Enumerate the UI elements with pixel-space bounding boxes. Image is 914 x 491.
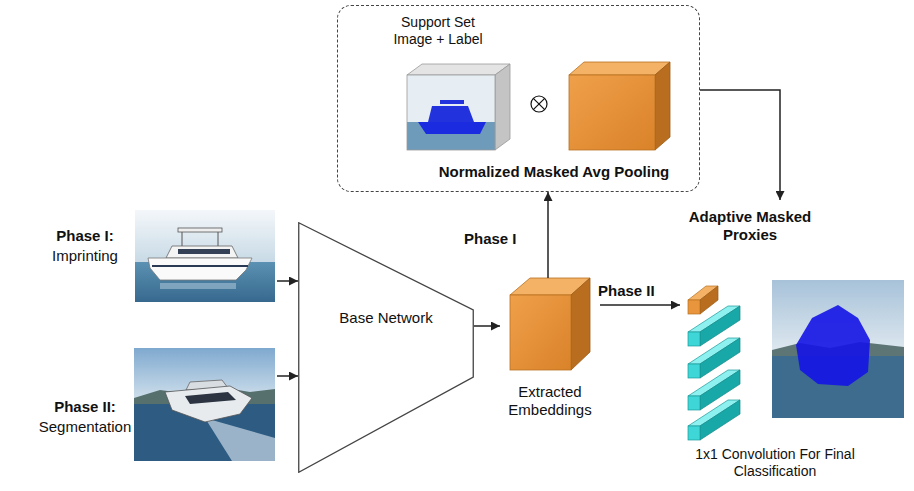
bar-side: [700, 400, 740, 440]
boat-wake: [205, 418, 275, 461]
node-caption: Normalized Masked Avg Pooling: [384, 163, 724, 181]
node-heading: Phase I:: [30, 227, 140, 245]
flow-arrow: [277, 375, 298, 377]
cube-front: [510, 295, 571, 370]
node-heading: Adaptive Masked Proxies: [680, 208, 820, 244]
phase-label: Phase II: [596, 282, 657, 300]
photo-sky: [135, 210, 275, 262]
segmentation-input: Phase II: Segmentation: [30, 348, 277, 461]
otimes-cross: [533, 98, 544, 109]
cube-top: [569, 62, 670, 75]
network-shape: [299, 223, 474, 473]
segmentation-mask: [796, 305, 870, 386]
cube-front: [569, 75, 655, 150]
boat-hull: [148, 258, 252, 280]
flow-arrow: [277, 280, 298, 282]
support-mask: [440, 100, 464, 104]
boat-reflection: [160, 283, 236, 289]
otimes-circle: [531, 96, 547, 112]
segmentation-photo: [134, 348, 275, 461]
flow-arrow: [600, 304, 680, 306]
support-sea: [407, 122, 495, 150]
bar-front: [688, 332, 700, 346]
output-photo: [772, 280, 904, 418]
masked-proxies: Adaptive Masked Proxies 1x1 Convolution F…: [680, 200, 870, 488]
product-symbol: [531, 96, 547, 112]
boat-hull: [165, 386, 252, 422]
bar-front: [688, 426, 700, 440]
photo-sky: [134, 348, 275, 404]
node-heading: Phase II:: [30, 398, 140, 416]
bar-front: [688, 300, 700, 314]
orange-proxy: [688, 286, 718, 314]
support-image-cube: [407, 64, 510, 150]
cube-side: [571, 278, 590, 370]
embedding-cube: Extracted Embeddings: [500, 278, 600, 418]
cyan-proxy: [688, 400, 740, 440]
boat-windows: [178, 249, 230, 254]
hull-stripe: [152, 265, 248, 267]
boat-roof: [178, 228, 222, 232]
support-mask: [428, 106, 474, 122]
cube-side: [655, 62, 670, 150]
trapezoid-outline: [298, 222, 474, 473]
proxy-bars: [688, 286, 740, 440]
otimes-cross: [533, 98, 544, 109]
support-mask: [418, 122, 486, 134]
boat-cabin: [166, 246, 238, 258]
flow-arrow: [547, 192, 549, 278]
bar-front: [688, 364, 700, 378]
embedding-cube-art: [510, 278, 590, 370]
node-heading: Extracted Embeddings: [500, 383, 600, 419]
cube-side: [495, 64, 510, 150]
bar-front: [688, 396, 700, 410]
cube-top: [407, 64, 510, 75]
cube-front: [407, 75, 495, 150]
node-heading: Support Set Image + Label: [386, 14, 490, 48]
boat-pole: [218, 232, 219, 246]
flow-arrow: [474, 325, 500, 327]
node-heading: Base Network: [298, 309, 474, 327]
bar-side: [700, 286, 718, 314]
flow-arrow: [700, 90, 780, 200]
node-caption: Segmentation: [30, 418, 140, 436]
feature-cube: [569, 62, 670, 150]
imprinting-input: Phase I: Imprinting: [30, 210, 277, 302]
boat-windows: [185, 392, 236, 404]
support-set-panel: Support Set Image + LabelNormalized Mask…: [337, 5, 700, 192]
base-network: Base Network: [298, 222, 474, 473]
boat-pole: [182, 232, 183, 246]
node-caption: Imprinting: [30, 247, 140, 265]
node-caption: 1x1 Convolution For Final Classification: [690, 446, 860, 480]
support-sky: [407, 75, 495, 122]
phase-label: Phase I: [462, 230, 519, 248]
imprinting-photo: [135, 210, 275, 302]
